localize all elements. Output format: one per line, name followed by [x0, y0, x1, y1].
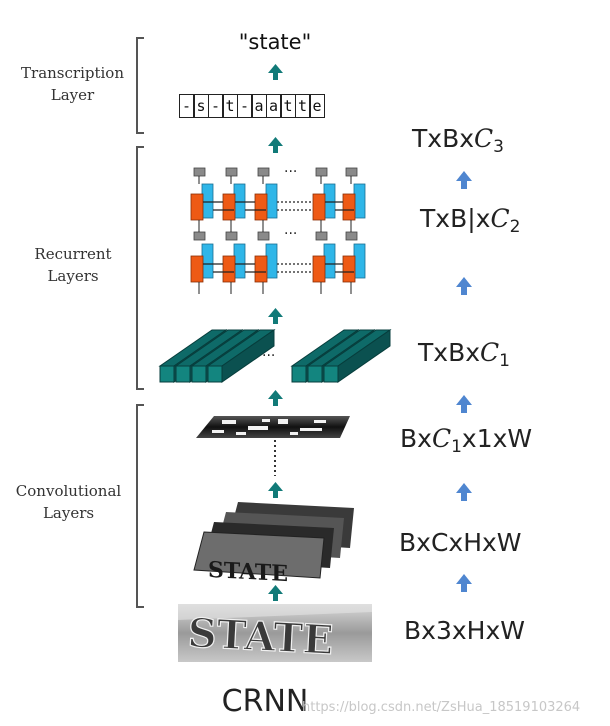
dim-label-2: BxCxHxW — [399, 528, 522, 557]
sequence-token: s — [193, 94, 209, 118]
teal-arrow-icon — [268, 64, 283, 80]
sequence-token: t — [280, 94, 296, 118]
sequence-token: - — [236, 94, 253, 118]
crnn-title: CRNN — [221, 684, 309, 719]
lstm-grid — [190, 167, 366, 294]
blue-arrow-icon — [456, 277, 472, 295]
blue-arrow-icon — [456, 574, 472, 592]
lstm-ellipsis-mid: ... — [284, 222, 298, 238]
dim-label-3: BxC1x1xW — [400, 424, 533, 457]
blue-arrows — [456, 171, 472, 592]
transcription-bracket — [136, 37, 144, 134]
input-image: STATE — [178, 604, 372, 665]
blue-arrow-icon — [456, 171, 472, 189]
blue-arrow-icon — [456, 483, 472, 501]
teal-arrow-icon — [268, 482, 283, 498]
lstm-ellipsis-top: ... — [284, 160, 298, 176]
conv-stack-text: STATE — [208, 557, 288, 587]
feature-block-group-right — [290, 329, 392, 383]
teal-arrow-icon — [268, 308, 283, 324]
lstm-column — [254, 167, 278, 283]
lstm-column — [190, 167, 214, 283]
teal-arrow-icon — [268, 585, 283, 601]
lstm-column — [312, 167, 336, 283]
sequence-token: t — [222, 94, 238, 118]
teal-arrow-icon — [268, 390, 283, 406]
dim-label-1: Bx3xHxW — [404, 616, 525, 645]
conv-stack: STATE — [193, 502, 354, 587]
lstm-column — [222, 167, 246, 283]
conv-feature-map — [196, 416, 350, 438]
convolutional-bracket — [136, 404, 144, 608]
sequence-token: t — [294, 94, 311, 118]
feature-sequence — [158, 329, 392, 383]
dim-label-5: TxB|xC2 — [420, 204, 521, 237]
input-image-text: STATE — [187, 609, 335, 664]
teal-arrows — [268, 64, 283, 601]
sequence-token: - — [178, 94, 195, 118]
feature-ellipsis: ... — [262, 344, 276, 360]
recurrent-bracket — [136, 146, 144, 390]
dim-label-6: TxBxC3 — [412, 124, 504, 157]
output-text: "state" — [238, 30, 312, 54]
dim-label-4: TxBxC1 — [418, 338, 510, 371]
sequence-token: a — [265, 94, 282, 118]
blue-arrow-icon — [456, 395, 472, 413]
sequence-token: a — [251, 94, 267, 118]
teal-arrow-icon — [268, 137, 283, 153]
feature-block-group-left — [158, 329, 276, 383]
sequence-token: - — [207, 94, 224, 118]
watermark: https://blog.csdn.net/ZsHua_18519103264 — [302, 700, 581, 715]
lstm-column — [342, 167, 366, 283]
sequence-token: e — [309, 94, 325, 118]
